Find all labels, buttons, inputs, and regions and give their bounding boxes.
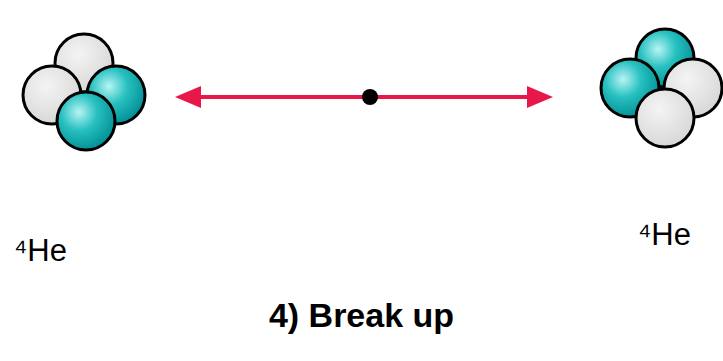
helium-nucleus: ⁴He: [20, 31, 148, 153]
arrow-head: [527, 86, 553, 108]
caption: 4) Break up: [0, 296, 723, 335]
nucleon-cluster: [20, 31, 148, 153]
nucleon-cluster: [598, 25, 723, 150]
breakup-arrow: [175, 86, 553, 108]
proton-sphere: [57, 92, 115, 150]
arrow-head: [175, 86, 201, 108]
helium-nucleus: ⁴He: [598, 25, 723, 150]
center-dot: [362, 89, 378, 105]
nucleus-label: ⁴He: [638, 217, 691, 253]
nucleus-label: ⁴He: [14, 233, 67, 269]
neutron-sphere: [636, 89, 694, 147]
